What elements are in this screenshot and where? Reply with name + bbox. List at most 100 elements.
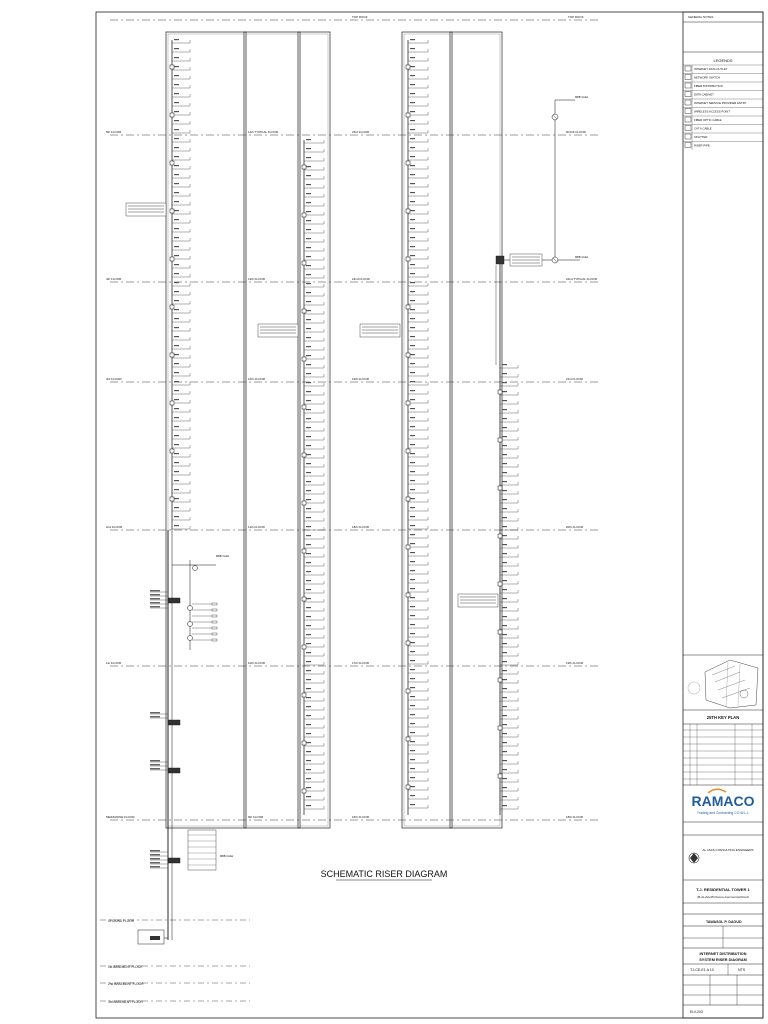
legend-item: SPLITTER	[694, 135, 707, 139]
outlet-tag	[502, 481, 507, 483]
outlet-tag	[306, 544, 311, 546]
floor-switch-icon	[301, 260, 307, 266]
floor-switch-icon	[497, 773, 503, 779]
outlet-tag	[410, 462, 415, 464]
outlet-tag	[306, 364, 311, 366]
floor-switch-icon	[301, 308, 307, 314]
access-point-icon	[211, 608, 218, 612]
outlet-tag	[174, 381, 179, 383]
outlet-tag	[306, 463, 311, 465]
floor-label: 23rd FLOOR	[352, 130, 370, 134]
outlet-tag	[174, 471, 179, 473]
outlet-tag	[174, 183, 179, 185]
drawing-title-line2: SYSTEM RISER DIAGRAM	[699, 958, 746, 962]
outlet-tag	[306, 418, 311, 420]
floor-switch-icon	[405, 64, 411, 70]
riser-shaft-inner	[167, 33, 245, 827]
outlet-tag	[410, 705, 415, 707]
outlet-tag	[306, 310, 311, 312]
outlet-tag	[410, 777, 415, 779]
splitter-icon	[192, 565, 198, 571]
outlet-tag	[306, 391, 311, 393]
outlet-tag	[410, 453, 415, 455]
outlet-tag	[306, 526, 311, 528]
consultant-name: AL ASAS CONSULTING ENGINEERS	[702, 848, 753, 852]
floor-switch-icon	[301, 740, 307, 746]
outlet-tag	[410, 183, 415, 185]
outlet-tag	[410, 129, 415, 131]
outlet-tag	[306, 751, 311, 753]
outlet-tag	[306, 517, 311, 519]
floor-label: 16th FLOOR	[352, 815, 370, 819]
floor-label: 12th FLOOR	[248, 377, 266, 381]
outlet-tag	[174, 345, 179, 347]
outlet-tag	[306, 220, 311, 222]
outlet-tag	[502, 517, 507, 519]
outlet-tag	[306, 292, 311, 294]
floor-label: 10th FLOOR	[248, 661, 266, 665]
outlet-tag	[410, 156, 415, 158]
floor-switch-icon	[405, 304, 411, 310]
outlet-tag	[410, 120, 415, 122]
outlet-tag	[410, 642, 415, 644]
outlet-tag	[306, 175, 311, 177]
outlet-tag	[174, 210, 179, 212]
legend-item: INTERNET SERVICE PROVIDER ENTRY	[694, 101, 747, 105]
level-ground: GROUND FLOOR	[108, 919, 135, 923]
outlet-tag	[306, 670, 311, 672]
legend-item: DATA CABINET	[694, 93, 714, 97]
outlet-tag	[410, 786, 415, 788]
floor-label: 21st FLOOR	[566, 377, 584, 381]
outlet-tag	[410, 651, 415, 653]
outlet-tag	[174, 57, 179, 59]
outlet-tag	[410, 219, 415, 221]
floor-label: 11th FLOOR	[248, 525, 266, 529]
floor-switch-icon	[301, 644, 307, 650]
outlet-tag	[410, 516, 415, 518]
key-plan-sketch	[687, 659, 759, 709]
outlet-tag	[174, 453, 179, 455]
equipment-tag	[150, 858, 160, 860]
outlet-tag	[306, 589, 311, 591]
outlet-tag	[410, 363, 415, 365]
outlet-tag	[174, 426, 179, 428]
outlet-tag	[306, 769, 311, 771]
outlet-tag	[306, 337, 311, 339]
outlet-tag	[306, 652, 311, 654]
floor-label: 19th FLOOR	[352, 377, 370, 381]
floor-label: 14th TYPICAL FLOOR	[248, 130, 279, 134]
outlet-tag	[306, 643, 311, 645]
outlet-tag	[174, 516, 179, 518]
outlet-tag	[306, 634, 311, 636]
annotation-note	[125, 202, 167, 217]
floor-label: 18th FLOOR	[352, 525, 370, 529]
outlet-tag	[306, 319, 311, 321]
outlet-tag	[306, 796, 311, 798]
outlet-tag	[410, 768, 415, 770]
floor-label: MEZZANINE FLOOR	[106, 815, 135, 819]
equipment-tag	[150, 850, 160, 852]
floor-switch-icon	[301, 164, 307, 170]
drawing-scale: NTS	[738, 968, 746, 972]
outlet-tag	[306, 553, 311, 555]
floor-switch-icon	[405, 256, 411, 262]
outlet-tag	[502, 409, 507, 411]
outlet-tag	[306, 616, 311, 618]
outlet-tag	[174, 462, 179, 464]
outlet-tag	[174, 201, 179, 203]
riser-shaft	[449, 31, 503, 829]
floor-label: 22nd FLOOR	[352, 277, 371, 281]
outlet-tag	[410, 66, 415, 68]
floor-switch-icon	[497, 485, 503, 491]
outlet-tag	[410, 507, 415, 509]
floor-switch-icon	[405, 160, 411, 166]
roof-switch-icon	[495, 255, 505, 265]
outlet-tag	[502, 805, 507, 807]
floor-label: TOP ROOF	[568, 15, 584, 19]
outlet-tag	[410, 273, 415, 275]
floor-switch-icon	[405, 592, 411, 598]
outlet-tag	[502, 697, 507, 699]
floor-label: TOP ROOF	[352, 15, 368, 19]
